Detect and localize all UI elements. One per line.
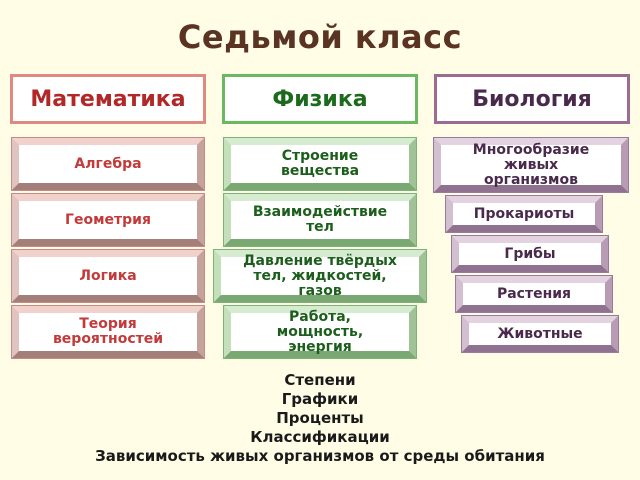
common-topic-graphs: Графики bbox=[281, 390, 359, 408]
common-topic-percentages: Проценты bbox=[276, 409, 364, 427]
biology-topic-prokaryotes: Прокариоты bbox=[446, 196, 602, 232]
math-topic-algebra: Алгебра bbox=[12, 138, 204, 190]
header-physics: Физика bbox=[222, 74, 418, 124]
header-physics-label: Физика bbox=[272, 86, 368, 112]
common-topic-habitat: Зависимость живых организмов от среды об… bbox=[95, 447, 545, 465]
header-biology-label: Биология bbox=[472, 86, 592, 112]
header-biology: Биология bbox=[434, 74, 630, 124]
math-topic-logic: Логика bbox=[12, 250, 204, 302]
header-math: Математика bbox=[10, 74, 206, 124]
biology-topic-diversity: Многообразие живых организмов bbox=[434, 138, 628, 192]
biology-topic-animals: Животные bbox=[462, 316, 618, 352]
page-title: Седьмой класс bbox=[177, 18, 463, 56]
physics-topic-pressure: Давление твёрдых тел, жидкостей, газов bbox=[214, 250, 426, 302]
common-topic-powers: Степени bbox=[284, 371, 356, 389]
biology-topic-fungi: Грибы bbox=[452, 236, 608, 272]
common-topic-classifications: Классификации bbox=[250, 428, 390, 446]
physics-topic-work: Работа, мощность, энергия bbox=[224, 306, 416, 358]
math-topic-probability: Теория вероятностей bbox=[12, 306, 204, 358]
biology-topic-plants: Растения bbox=[456, 276, 612, 312]
physics-topic-interaction: Взаимодействие тел bbox=[224, 194, 416, 246]
math-topic-geometry: Геометрия bbox=[12, 194, 204, 246]
physics-topic-matter: Строение вещества bbox=[224, 138, 416, 190]
header-math-label: Математика bbox=[30, 86, 186, 112]
